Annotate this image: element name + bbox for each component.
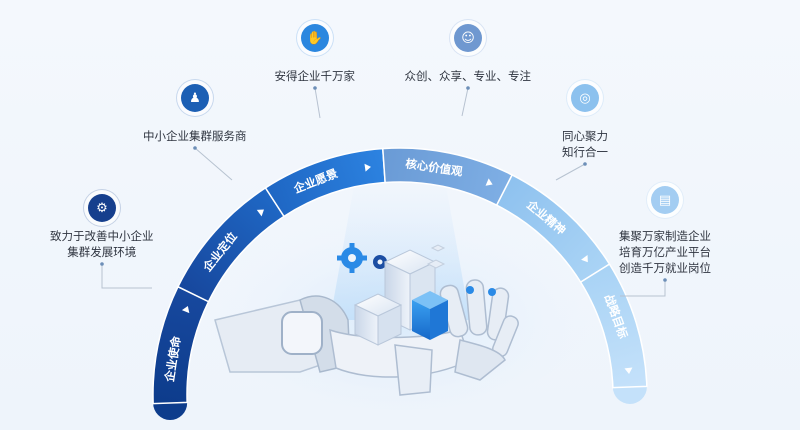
callout-line: 创造千万就业岗位 <box>619 261 711 275</box>
handshake-icon: ✋ <box>301 24 329 52</box>
globe-icon: ◎ <box>571 84 599 112</box>
leader-dot <box>663 278 667 282</box>
server-cubes <box>353 244 448 346</box>
gear-small-icon <box>373 255 387 269</box>
robot-hand-illustration <box>214 279 519 396</box>
callout-label: 同心聚力知行合一 <box>562 128 608 160</box>
leader-line <box>461 87 469 117</box>
leader-dot <box>193 146 197 150</box>
callout-leaders <box>100 86 667 297</box>
people-icon: ☺ <box>454 24 482 52</box>
leader-line <box>314 87 321 119</box>
team-icon: ♟ <box>181 84 209 112</box>
callout-label: 中小企业集群服务商 <box>143 128 247 144</box>
leader-line <box>620 280 666 297</box>
callout-line: 同心聚力 <box>562 129 608 143</box>
callout-label: 安得企业千万家 <box>275 68 356 84</box>
segment-arrow-icon <box>181 306 190 314</box>
callout-line: 致力于改善中小企业 <box>50 229 154 243</box>
callout-line: 培育万亿产业平台 <box>619 245 711 259</box>
callout-label: 集聚万家制造企业培育万亿产业平台创造千万就业岗位 <box>619 228 711 276</box>
chart-icon: ▤ <box>651 186 679 214</box>
callout-line: 知行合一 <box>562 145 608 159</box>
segment-arrow-icon <box>624 367 633 374</box>
arc-segment <box>579 263 648 389</box>
callout-line: 中小企业集群服务商 <box>143 129 247 143</box>
callout-line: 集聚万家制造企业 <box>619 229 711 243</box>
callout-label: 致力于改善中小企业集群发展环境 <box>50 228 154 260</box>
gear-large-icon <box>337 243 367 273</box>
leader-dot <box>100 262 104 266</box>
leader-dot <box>313 86 317 90</box>
callout-line: 集群发展环境 <box>67 245 137 259</box>
segment-arrow-icon <box>485 178 493 186</box>
callout-line: 众创、众享、专业、专注 <box>404 69 532 83</box>
callout-label: 众创、众享、专业、专注 <box>405 68 532 84</box>
leader-line <box>194 147 233 181</box>
leader-dot <box>583 162 587 166</box>
segment-arrow-icon <box>256 209 264 217</box>
gears-icon: ⚙ <box>88 194 116 222</box>
segment-arrow-icon <box>364 163 371 172</box>
leader-dot <box>466 86 470 90</box>
segment-arrow-icon <box>581 255 588 263</box>
leader-line <box>555 163 586 181</box>
callout-line: 安得企业千万家 <box>274 69 356 83</box>
arc-ring: 企业使命企业定位企业愿景核心价值观企业精神战略目标 <box>152 147 648 421</box>
leader-line <box>101 264 152 289</box>
